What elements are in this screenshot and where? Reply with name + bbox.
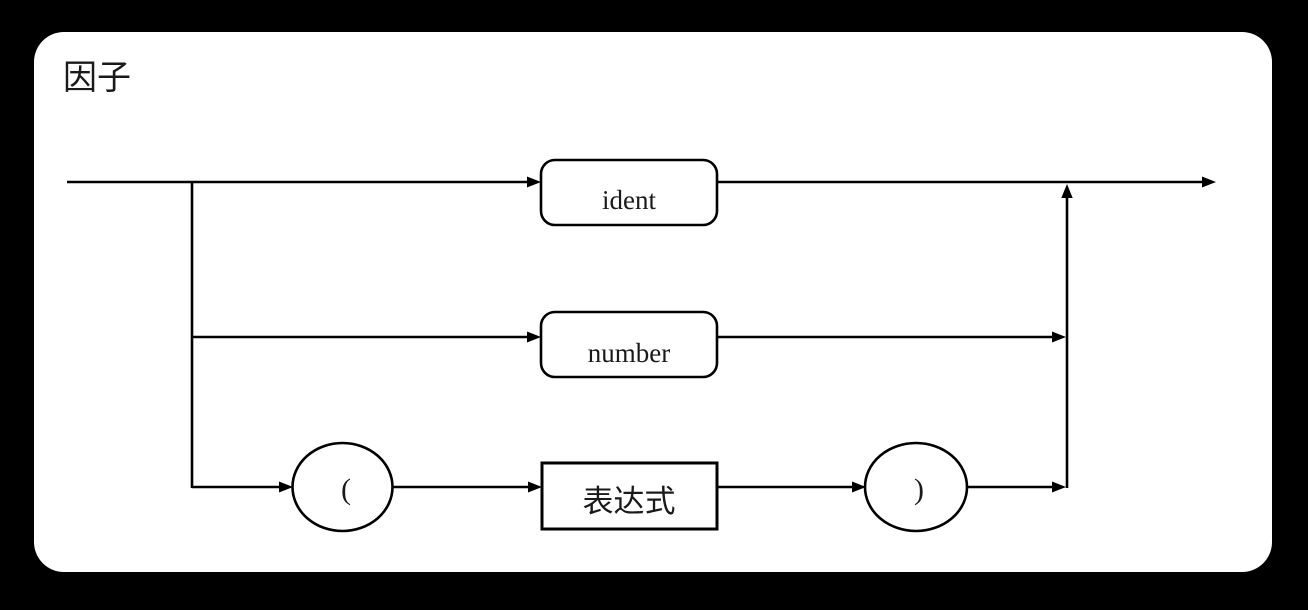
- open-paren-node-label: (: [341, 473, 351, 506]
- close-paren-node-label: ): [914, 473, 924, 506]
- arrowhead-row2-merge: [1052, 331, 1066, 343]
- ident-node-box: [539, 158, 719, 227]
- ident-node-label: ident: [602, 185, 656, 215]
- diagram-title: 因子: [63, 60, 131, 97]
- expression-node-box: [540, 461, 719, 531]
- arrowheads: [279, 176, 1216, 493]
- arrowhead-main-exit: [1202, 176, 1216, 188]
- connector-lines: [67, 180, 1203, 489]
- arrowhead-merge-up: [1061, 184, 1073, 198]
- expression-node-label: 表达式: [583, 484, 676, 519]
- diagram-panel: [34, 32, 1272, 572]
- arrowhead-into-expression: [528, 481, 542, 493]
- arrowhead-into-ident: [527, 176, 541, 188]
- number-node-box: [539, 310, 719, 379]
- arrowhead-into-open-paren: [279, 481, 293, 493]
- arrowhead-row3-merge: [1052, 481, 1066, 493]
- open-paren-node-circle: [291, 441, 394, 533]
- arrowhead-into-number: [527, 331, 541, 343]
- close-paren-node-circle: [863, 441, 969, 533]
- arrowhead-into-close-paren: [852, 481, 866, 493]
- number-node-label: number: [588, 338, 670, 368]
